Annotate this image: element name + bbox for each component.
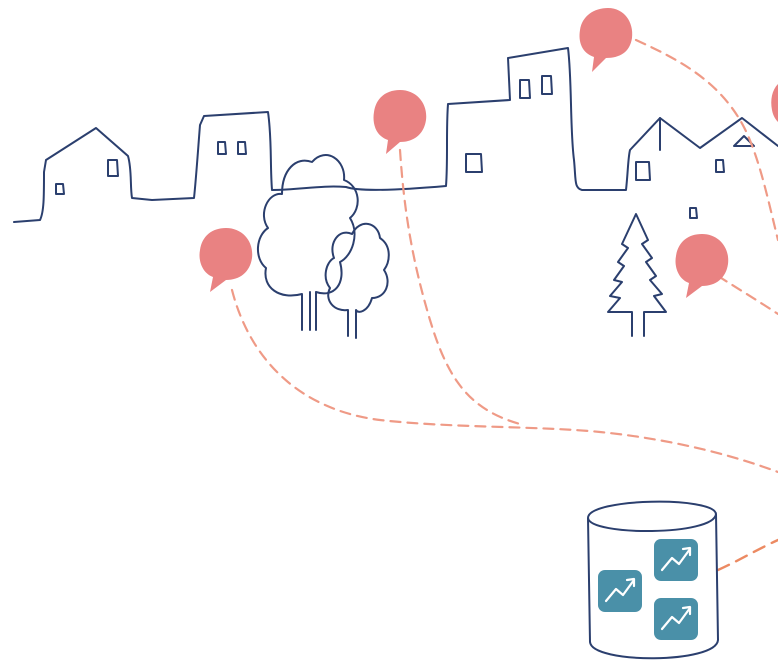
trend-chart-icon bbox=[654, 539, 698, 581]
window bbox=[55, 183, 65, 195]
skyline bbox=[13, 47, 778, 223]
window bbox=[519, 79, 531, 99]
flow-line-to-database bbox=[716, 538, 778, 572]
roof-window bbox=[733, 135, 755, 147]
speech-bubble-icon bbox=[199, 228, 253, 292]
trend-chart-icon bbox=[654, 598, 698, 640]
tree-icon bbox=[257, 154, 359, 331]
trees bbox=[257, 154, 667, 339]
trend-chart-icon bbox=[598, 570, 642, 612]
flow-line bbox=[398, 148, 522, 426]
speech-bubble-icon bbox=[373, 90, 427, 154]
window bbox=[237, 141, 247, 155]
window bbox=[541, 75, 553, 95]
window bbox=[465, 153, 483, 173]
pine-tree-icon bbox=[607, 213, 667, 337]
skyline-outline bbox=[13, 47, 778, 223]
flow-line bbox=[716, 274, 778, 316]
speech-bubbles bbox=[199, 8, 778, 298]
window bbox=[689, 207, 698, 219]
speech-bubble-icon bbox=[675, 234, 729, 298]
window bbox=[715, 159, 725, 173]
speech-bubble-icon bbox=[771, 84, 778, 122]
data-flow-lines bbox=[230, 38, 778, 474]
window bbox=[107, 159, 119, 177]
database-rim bbox=[587, 513, 717, 533]
flow-line bbox=[230, 288, 778, 474]
tree-icon bbox=[324, 223, 390, 339]
flow-line bbox=[634, 38, 778, 242]
window bbox=[217, 141, 227, 155]
database-icon bbox=[587, 500, 719, 660]
window bbox=[635, 161, 651, 181]
speech-bubble-icon bbox=[579, 8, 633, 72]
